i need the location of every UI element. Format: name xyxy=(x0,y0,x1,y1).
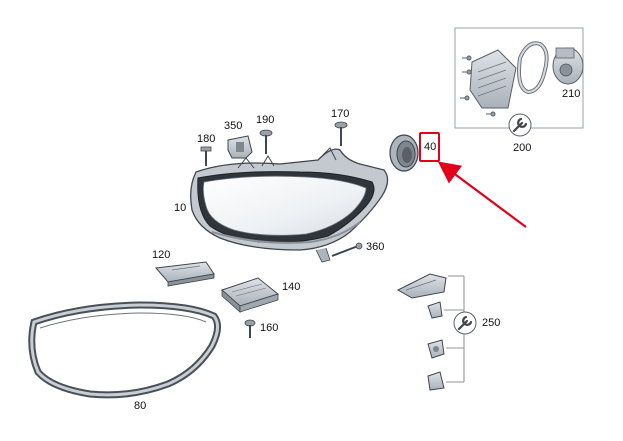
label-part-360[interactable]: 360 xyxy=(366,241,385,253)
label-part-180[interactable]: 180 xyxy=(197,133,216,145)
part-210-module xyxy=(469,49,517,109)
part-210-connector xyxy=(552,47,584,85)
part-210-gasket xyxy=(517,41,549,95)
label-part-140[interactable]: 140 xyxy=(282,281,301,293)
label-part-350[interactable]: 350 xyxy=(224,120,243,132)
part-250-clip-b[interactable] xyxy=(427,339,445,359)
part-40-cap[interactable] xyxy=(389,134,419,172)
part-360-screw[interactable] xyxy=(331,242,363,257)
label-part-200[interactable]: 200 xyxy=(513,142,532,154)
part-160-screw[interactable] xyxy=(244,319,256,338)
label-part-120[interactable]: 120 xyxy=(152,249,171,261)
inset-screws xyxy=(460,55,496,117)
part-250-clip-a[interactable] xyxy=(427,301,443,319)
detail-inset xyxy=(454,27,584,129)
part-170-screw[interactable] xyxy=(334,121,348,146)
part-250-bracket[interactable] xyxy=(396,273,447,299)
wrench-icon xyxy=(508,113,532,137)
part-140-module[interactable] xyxy=(221,277,280,313)
label-part-210[interactable]: 210 xyxy=(562,88,581,100)
part-350-bracket[interactable] xyxy=(227,135,253,159)
label-part-40[interactable]: 40 xyxy=(424,141,437,153)
label-part-250[interactable]: 250 xyxy=(482,317,501,329)
part-120-module[interactable] xyxy=(155,261,215,287)
label-part-160[interactable]: 160 xyxy=(260,322,279,334)
label-part-190[interactable]: 190 xyxy=(256,114,275,126)
highlight-box xyxy=(419,132,440,162)
part-10-headlamp[interactable] xyxy=(190,147,389,263)
callout-arrow xyxy=(437,161,527,228)
label-part-170[interactable]: 170 xyxy=(331,108,350,120)
part-190-screw[interactable] xyxy=(259,129,273,154)
part-80-bezel-frame[interactable] xyxy=(28,301,221,399)
part-180-screw[interactable] xyxy=(200,146,212,166)
wrench-icon xyxy=(453,311,477,335)
part-250-clip-c[interactable] xyxy=(427,371,445,391)
label-part-10[interactable]: 10 xyxy=(174,202,187,214)
label-part-80[interactable]: 80 xyxy=(134,400,147,412)
